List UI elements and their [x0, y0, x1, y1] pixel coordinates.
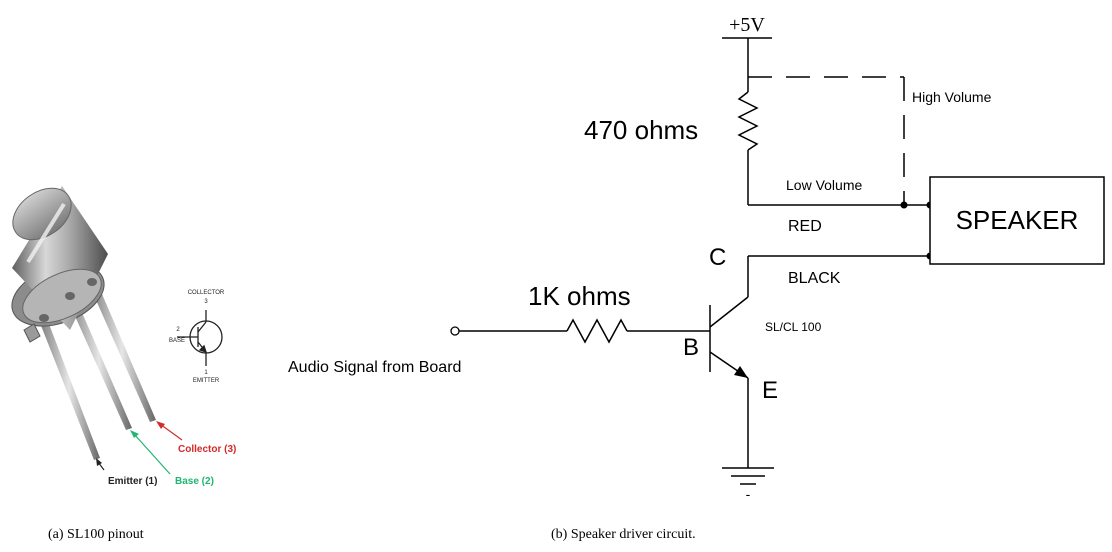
input-label: Audio Signal from Board [288, 359, 461, 376]
collector-label: C [709, 244, 726, 271]
speaker-box [929, 176, 1105, 265]
transistor-label: SL/CL 100 [765, 320, 822, 334]
low-volume-label: Low Volume [786, 177, 862, 193]
symbol-collector-lead [197, 321, 207, 333]
circuit-wires [459, 37, 930, 485]
red-label: RED [788, 218, 822, 235]
pin-hole-3 [87, 278, 97, 286]
can-top [12, 187, 72, 241]
transistor-photo [11, 186, 156, 460]
collector-pointer [156, 421, 183, 441]
input-terminal [450, 326, 460, 336]
pin-base-label: Base (2) [175, 476, 214, 487]
black-label: BLACK [788, 270, 841, 287]
pinout-symbol [177, 310, 223, 366]
pin-emitter-label: Emitter (1) [108, 476, 157, 487]
junction-high-volume [900, 201, 908, 209]
base-pointer [130, 430, 171, 475]
symbol-collector-num: 3 [204, 299, 208, 305]
speaker-label: SPEAKER [956, 205, 1079, 235]
emitter-label: E [762, 377, 778, 404]
can-base-ring [22, 268, 102, 324]
emitter-arrow [734, 366, 748, 378]
can-tab [23, 323, 41, 343]
emitter-leg [38, 316, 100, 460]
can-highlight [26, 202, 66, 264]
high-volume-label: High Volume [912, 89, 992, 105]
emitter-pointer [96, 458, 105, 471]
base-label: B [683, 334, 699, 361]
pin-hole-2 [65, 292, 75, 300]
pin-collector-label: Collector (3) [178, 444, 236, 455]
symbol-emitter-label: EMITTER [193, 378, 220, 384]
symbol-emitter-arrow [198, 344, 208, 354]
pin-hole-1 [39, 314, 49, 322]
resistor-1k [566, 318, 628, 344]
resistor-470-label: 470 ohms [584, 115, 698, 145]
symbol-collector-label: COLLECTOR [188, 290, 225, 296]
resistor-1k-label: 1K ohms [528, 281, 631, 311]
base-leg [66, 294, 132, 430]
supply-label: +5V [729, 14, 765, 36]
caption-b: (b) Speaker driver circuit. [551, 527, 696, 542]
symbol-emitter-num: 1 [204, 370, 208, 376]
caption-a: (a) SL100 pinout [48, 527, 144, 542]
ground-mark-label: - [746, 486, 751, 502]
transistor-collector-lead [709, 296, 749, 328]
collector-leg [88, 280, 156, 422]
resistor-470 [737, 91, 759, 151]
symbol-base-label: BASE [169, 338, 185, 344]
symbol-base-num: 2 [176, 327, 180, 333]
